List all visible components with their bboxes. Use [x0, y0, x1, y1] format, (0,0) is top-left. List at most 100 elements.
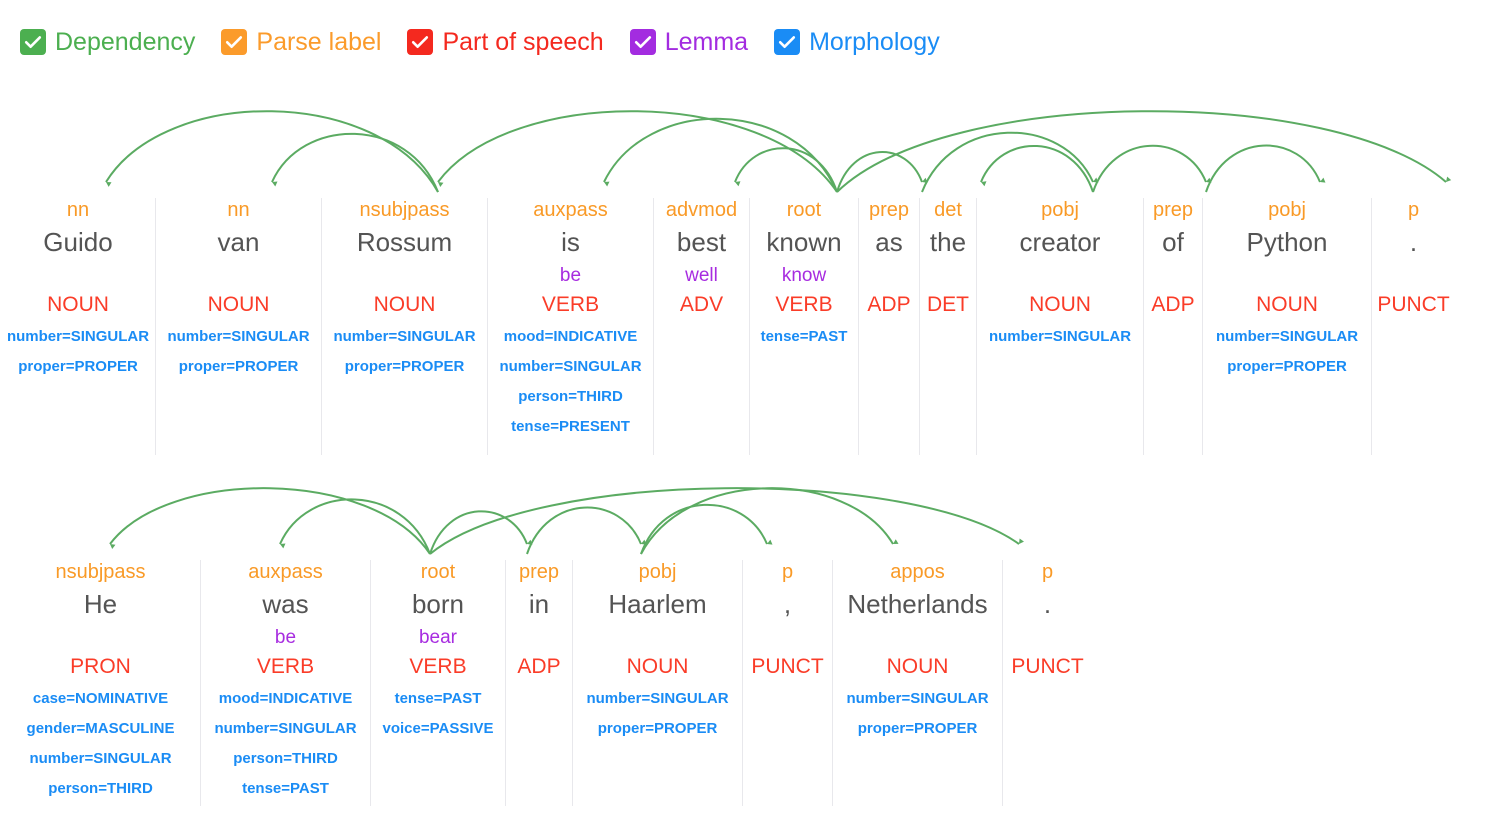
checkbox-checked-icon[interactable]: [629, 29, 656, 55]
token-word: Haarlem: [608, 589, 707, 619]
token-part-of-speech: VERB: [256, 655, 315, 678]
token-lemma: [915, 624, 920, 650]
token-lemma: be: [559, 264, 582, 286]
legend-label: Dependency: [55, 27, 196, 56]
token-word: He: [83, 589, 118, 619]
token-parse-label: prep: [518, 561, 560, 583]
dependency-arc: [437, 110, 838, 193]
token[interactable]: p. PUNCT: [1371, 198, 1455, 455]
token-morphology-feature: proper=PROPER: [597, 719, 718, 737]
token-word: creator: [1019, 227, 1101, 257]
token-word: .: [1409, 227, 1418, 257]
token-parse-label: nn: [227, 199, 250, 221]
token-word: as: [875, 227, 903, 257]
legend-toggle-morphology[interactable]: Morphology: [774, 29, 940, 55]
checkbox-checked-icon[interactable]: [20, 29, 46, 55]
token[interactable]: p, PUNCT: [742, 560, 832, 806]
dependency-arc-layer: [105, 110, 1452, 193]
token-part-of-speech: ADV: [679, 293, 724, 316]
dependency-arc: [921, 131, 1099, 193]
token-lemma: be: [274, 626, 297, 648]
token-part-of-speech: ADP: [1151, 293, 1195, 316]
checkbox-checked-icon[interactable]: [407, 29, 434, 55]
token-parse-label: pobj: [1268, 199, 1306, 221]
token-morphology-feature: proper=PROPER: [1227, 357, 1347, 375]
token-parse-label: pobj: [1041, 199, 1079, 221]
token-morphology-feature: number=SINGULAR: [214, 719, 357, 737]
token-word: .: [1043, 589, 1052, 619]
token-parse-label: p: [1407, 199, 1420, 221]
token-lemma: [655, 624, 660, 650]
token-morphology-feature: voice=PASSIVE: [382, 719, 494, 737]
token-word: known: [766, 227, 842, 257]
token-morphology-feature: tense=PAST: [394, 689, 482, 707]
token-morphology-feature: number=SINGULAR: [6, 327, 150, 345]
checkbox-checked-icon[interactable]: [774, 29, 801, 55]
token-lemma: [402, 262, 407, 288]
dependency-arc: [734, 147, 838, 193]
dependency-arc: [105, 110, 439, 193]
dependency-arc: [1092, 144, 1212, 193]
token-word: ,: [783, 589, 792, 619]
dependency-arc: [603, 117, 838, 193]
token-parse-label: appos: [890, 561, 945, 583]
token-parse-label: auxpass: [248, 561, 323, 583]
token-part-of-speech: DET: [927, 293, 969, 316]
token-part-of-speech: PRON: [70, 655, 131, 678]
dependency-arc: [836, 151, 928, 193]
token-parse-label: root: [420, 561, 456, 583]
token-morphology-feature: proper=PROPER: [178, 357, 299, 375]
legend-toggle-parse-label[interactable]: Parse label: [221, 29, 381, 55]
token-lemma: [1284, 262, 1289, 288]
token-parse-label: root: [786, 199, 822, 221]
token-lemma: [236, 262, 241, 288]
legend-label: Part of speech: [442, 27, 604, 56]
token-parse-label: p: [781, 561, 794, 583]
legend-toggle-lemma[interactable]: Lemma: [629, 29, 748, 55]
token-morphology-feature: number=SINGULAR: [333, 327, 476, 345]
token-lemma: [536, 624, 541, 650]
token[interactable]: p. PUNCT: [1002, 560, 1092, 806]
token-word: Netherlands: [847, 589, 988, 619]
token-part-of-speech: PUNCT: [1377, 293, 1450, 316]
token-morphology-feature: number=SINGULAR: [29, 749, 172, 767]
display-options-legend: Dependency Parse label Part of speech Lemma…: [20, 20, 940, 64]
legend-toggle-dependency[interactable]: Dependency: [20, 29, 195, 55]
token-morphology-feature: tense=PRESENT: [511, 417, 630, 435]
token-morphology-feature: tense=PAST: [760, 327, 848, 345]
dependency-arc: [429, 510, 533, 555]
dependency-arc: [109, 487, 431, 555]
token-word: the: [929, 227, 967, 257]
token-lemma: [785, 624, 790, 650]
token-parse-label: advmod: [665, 199, 738, 221]
dependency-arc: [640, 503, 773, 555]
token-morphology-feature: number=SINGULAR: [1215, 327, 1359, 345]
dependency-arc: [526, 506, 647, 555]
token-morphology-feature: number=SINGULAR: [988, 327, 1132, 345]
checkbox-checked-icon[interactable]: [221, 29, 248, 55]
token-word: Guido: [43, 227, 113, 257]
dependency-arc: [271, 132, 439, 193]
token-word: Python: [1246, 227, 1328, 257]
token-word: is: [561, 227, 580, 257]
token-parse-label: prep: [868, 199, 910, 221]
legend-toggle-part-of-speech[interactable]: Part of speech: [407, 27, 604, 56]
